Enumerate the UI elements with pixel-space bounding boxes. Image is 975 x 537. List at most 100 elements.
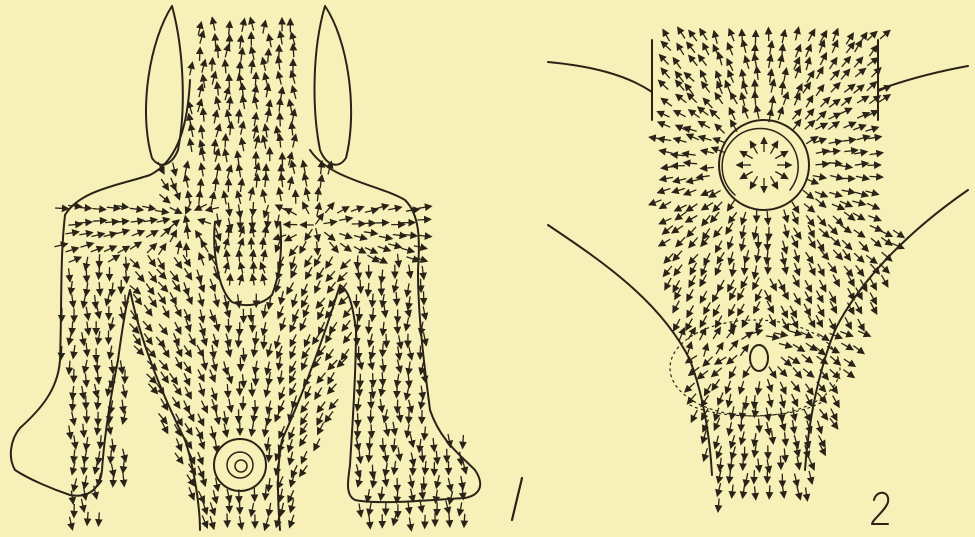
- hair-arrow: [830, 176, 843, 179]
- hair-arrow: [198, 100, 202, 113]
- hair-arrow: [424, 332, 427, 345]
- hair-arrow: [216, 411, 219, 424]
- hair-arrow: [778, 108, 782, 120]
- hair-arrow: [251, 383, 252, 396]
- hair-arrow: [200, 31, 204, 44]
- hair-arrow: [672, 155, 685, 156]
- panel-2-label-mark: [872, 493, 888, 524]
- hair-arrow: [394, 461, 396, 474]
- hair-arrow: [817, 291, 823, 302]
- hair-arrow: [660, 218, 672, 223]
- hair-arrow: [714, 227, 722, 237]
- hair-arrow: [450, 491, 453, 504]
- hair-arrow: [369, 515, 370, 528]
- hair-arrow: [783, 93, 787, 105]
- hair-arrow: [315, 281, 320, 293]
- hair-arrow: [111, 360, 113, 373]
- hair-arrow: [243, 348, 244, 361]
- hair-arrow: [732, 263, 734, 276]
- hair-arrow: [268, 344, 272, 357]
- hair-arrow: [866, 255, 876, 263]
- hair-arrow: [728, 71, 733, 83]
- hair-arrow: [867, 58, 878, 66]
- hair-arrow: [289, 153, 292, 166]
- hair-arrow: [176, 344, 181, 356]
- hair-arrow: [240, 516, 242, 529]
- hair-arrow: [211, 193, 214, 206]
- hair-arrow: [328, 372, 334, 383]
- hair-arrow: [699, 122, 710, 129]
- hair-arrow: [424, 427, 425, 440]
- hair-arrow: [263, 58, 266, 71]
- hair-arrow: [240, 36, 242, 49]
- hair-arrow: [293, 135, 296, 148]
- hair-arrow: [199, 191, 200, 204]
- hair-arrow: [359, 504, 361, 517]
- hair-arrow: [210, 370, 215, 382]
- hair-arrow: [741, 93, 744, 106]
- hair-arrow: [702, 190, 714, 195]
- hair-arrow: [126, 257, 127, 270]
- scapular-u-outline: [214, 222, 281, 305]
- hair-arrow: [856, 265, 864, 275]
- hair-arrow: [685, 73, 695, 82]
- hair-arrow: [397, 490, 398, 503]
- hair-arrow: [263, 335, 264, 348]
- hair-arrow: [99, 512, 100, 525]
- hair-arrow: [676, 212, 687, 220]
- hair-arrow: [95, 295, 96, 308]
- hair-arrow: [358, 266, 359, 279]
- hair-arrow: [82, 332, 84, 345]
- hair-arrow: [289, 177, 292, 190]
- hair-arrow: [203, 75, 205, 88]
- hair-arrow: [238, 294, 240, 307]
- hair-arrow: [880, 231, 892, 237]
- hair-arrow: [813, 176, 826, 178]
- hair-arrow: [732, 446, 736, 458]
- hair-arrow: [743, 107, 748, 119]
- hair-arrow: [745, 250, 749, 263]
- hair-arrow: [69, 426, 71, 439]
- hair-arrow: [703, 357, 712, 366]
- hair-arrow: [217, 45, 218, 58]
- hair-arrow: [263, 136, 266, 149]
- hair-arrow: [683, 153, 696, 155]
- hair-arrow: [731, 406, 734, 419]
- hair-arrow: [200, 48, 201, 61]
- hair-arrow: [792, 109, 801, 119]
- hair-arrow: [383, 438, 384, 451]
- hair-arrow: [277, 127, 279, 140]
- hair-arrow: [254, 126, 257, 139]
- hair-arrow: [339, 234, 351, 238]
- hair-arrow: [689, 275, 695, 286]
- genital-opening: [750, 345, 768, 371]
- hair-arrow: [121, 307, 124, 320]
- hair-arrow: [108, 421, 111, 434]
- hair-arrow: [123, 473, 124, 486]
- hair-arrow: [230, 275, 231, 286]
- hair-arrow: [425, 461, 426, 474]
- hair-arrow: [285, 209, 296, 215]
- hair-arrow: [226, 251, 227, 262]
- hair-arrow: [190, 139, 192, 152]
- panel-1-hair-arrows: [54, 18, 466, 531]
- hair-arrow: [831, 237, 841, 246]
- hair-arrow: [781, 357, 791, 365]
- hair-arrow: [280, 387, 285, 399]
- hair-arrow: [413, 461, 414, 474]
- hair-arrow: [778, 366, 787, 376]
- hair-arrow: [688, 328, 695, 339]
- hair-arrow: [704, 448, 708, 460]
- hair-arrow: [730, 288, 736, 299]
- hair-arrow: [794, 58, 800, 70]
- hair-arrow: [769, 315, 775, 327]
- hair-arrow: [266, 384, 269, 397]
- hair-arrow: [794, 228, 801, 239]
- hair-arrow: [817, 393, 826, 403]
- hair-arrow: [740, 345, 748, 355]
- hair-arrow: [856, 176, 869, 179]
- hair-arrow: [408, 501, 410, 514]
- hair-arrow: [840, 332, 852, 337]
- hair-arrow: [206, 208, 219, 211]
- hair-arrow: [741, 418, 742, 431]
